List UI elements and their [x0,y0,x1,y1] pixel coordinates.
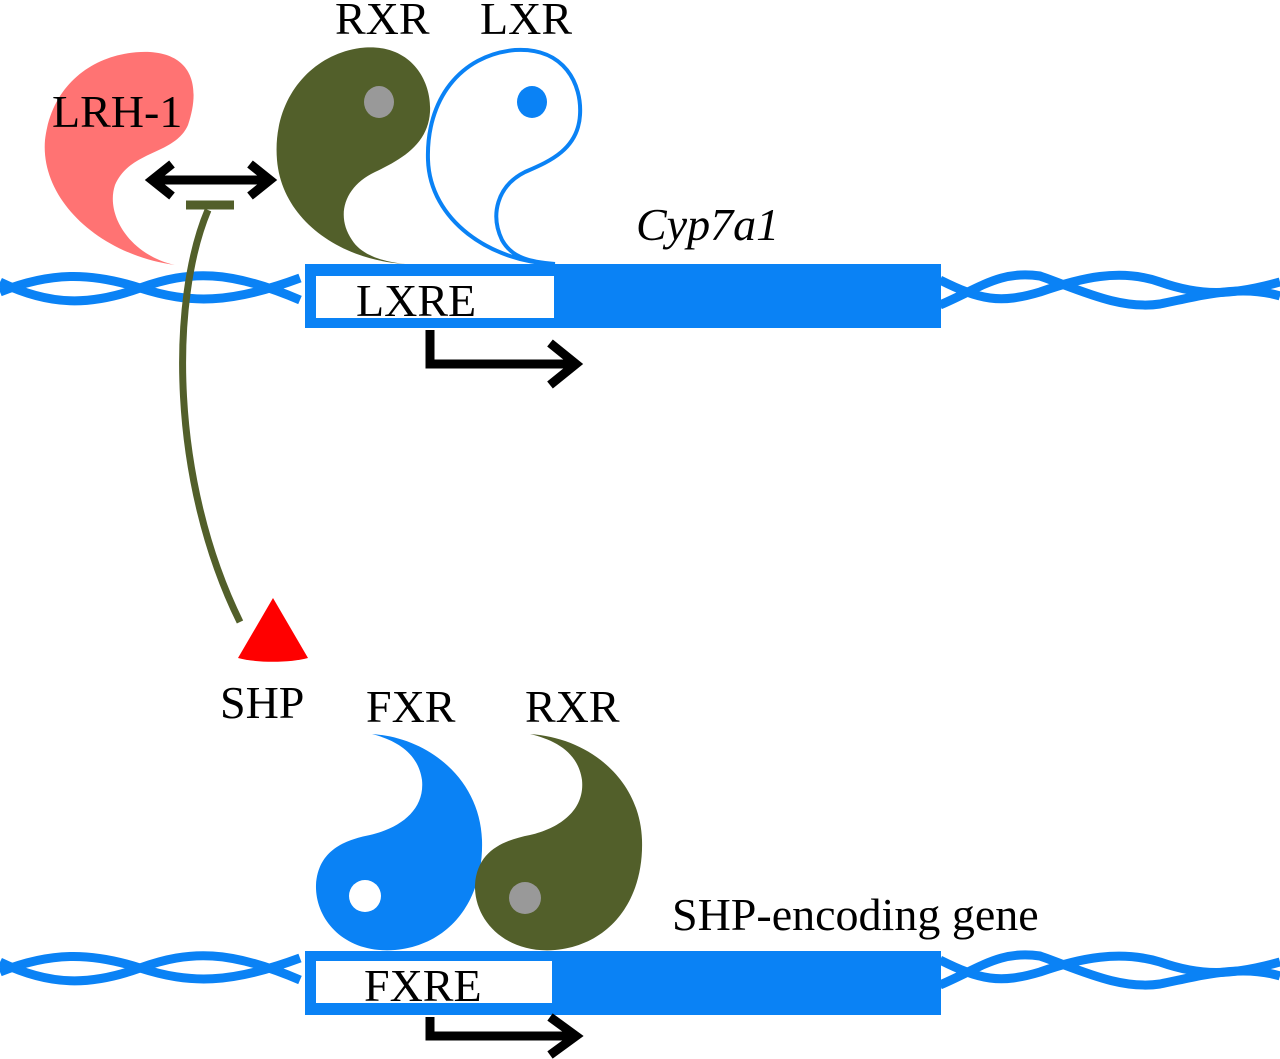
shp-inhibition-line [179,208,244,624]
bottom-dna-helix-left-b [0,951,302,986]
lrh1-label: LRH-1 [52,86,182,137]
top-transcription-arrow [425,330,574,369]
rxr-top-label: RXR [335,0,430,44]
rxr-bottom-shape [474,734,643,951]
rxr-bottom-label: RXR [525,681,620,732]
interaction-double-arrow [144,160,278,200]
rxr-top-shape [276,47,431,265]
bottom-dna-helix-right-b [938,950,1280,990]
bottom-transcription-arrowhead [547,1013,584,1059]
top-transcription-arrowhead [547,339,584,389]
fxr-shape [315,734,483,951]
fxr-label: FXR [366,681,456,732]
shp-gene-label: SHP-encoding gene [672,889,1039,940]
lxr-ligand [517,86,547,118]
cyp7a1-label: Cyp7a1 [636,199,779,250]
lxre-box [316,276,554,318]
bottom-transcription-arrow [425,1017,574,1041]
bottom-dna-strand [0,950,1280,990]
lrh1-shape [44,51,194,265]
fxr-ligand [349,880,381,912]
fxre-box [316,961,552,1003]
top-dna-strand [0,270,1280,310]
lxr-shape [425,47,583,266]
rxr-top-ligand [364,86,394,118]
top-dna-helix-right-b [938,270,1280,310]
lxr-label: LXR [480,0,572,44]
shp-triangle [238,598,308,662]
lxre-label: LXRE [356,275,476,326]
fxre-label: FXRE [364,960,482,1011]
shp-label: SHP [220,677,304,728]
top-dna-helix-left-b [0,271,302,306]
rxr-bottom-ligand [509,882,541,914]
